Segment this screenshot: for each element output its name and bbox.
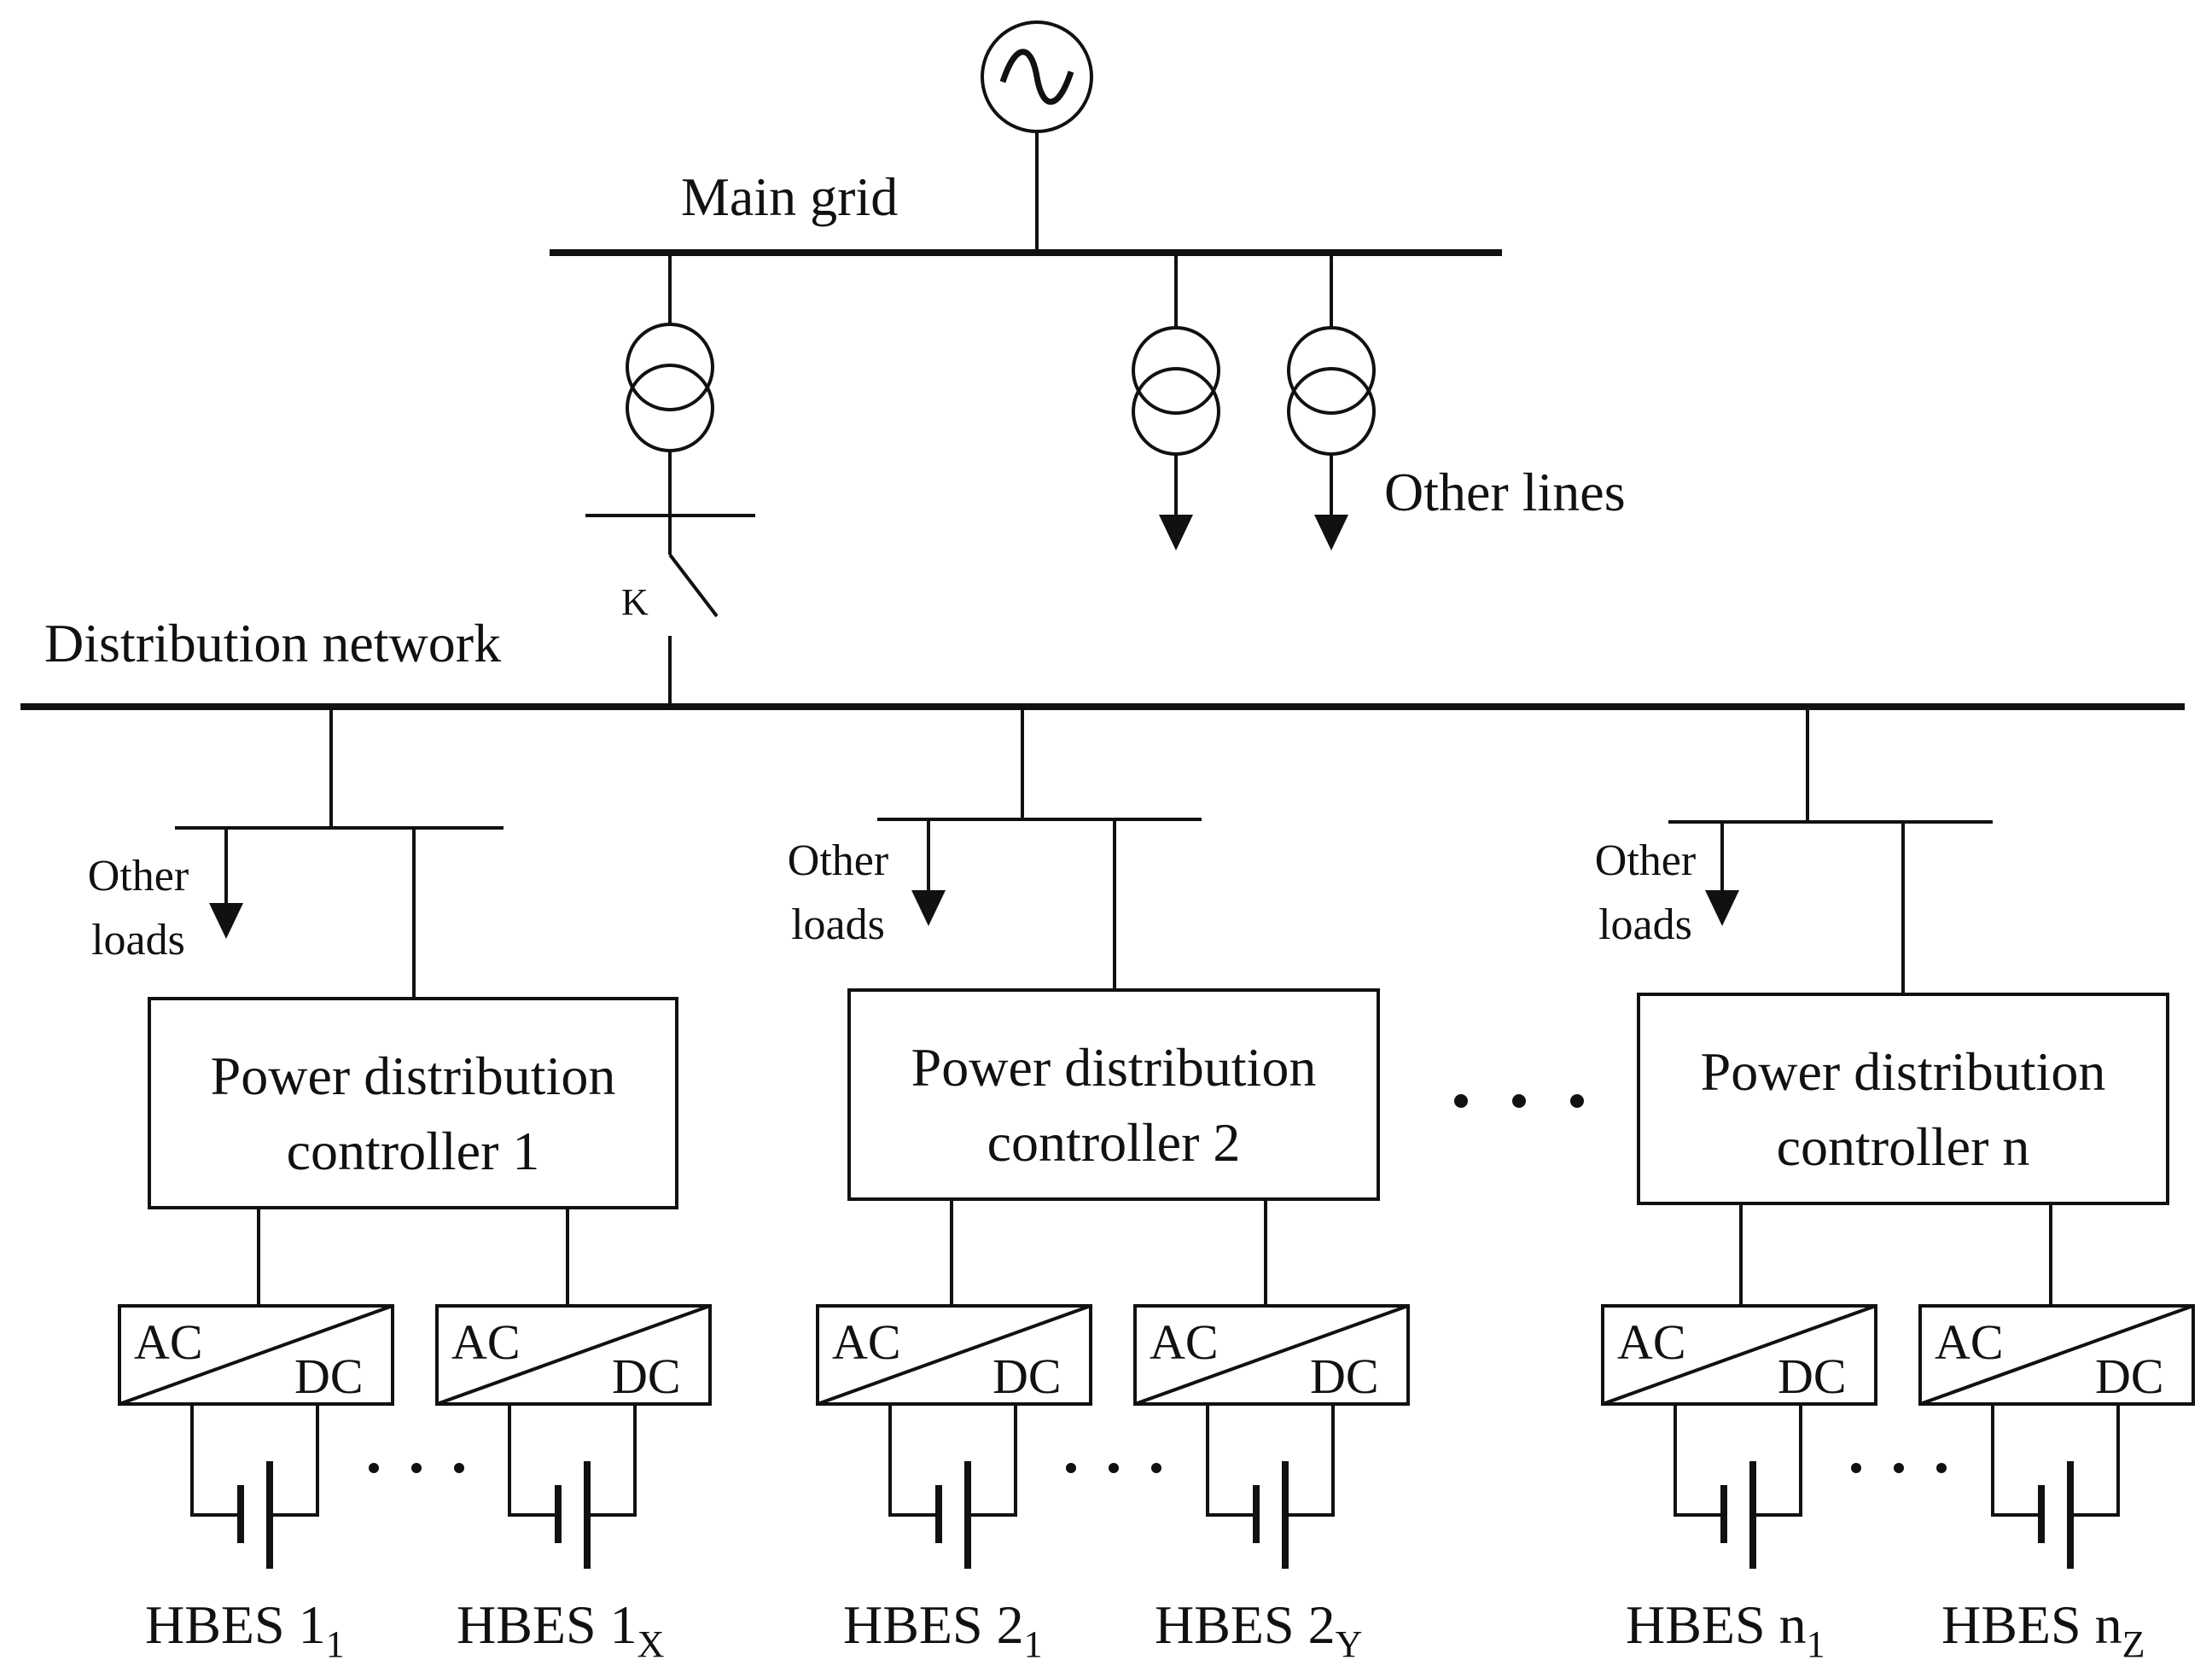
controller-label: controller 1: [287, 1121, 540, 1181]
feeder-2: Other loads Power distribution controlle…: [788, 707, 1410, 1665]
other-lines-label: Other lines: [1384, 462, 1626, 522]
ac-label: AC: [1150, 1314, 1219, 1370]
feeder-n: Other loads Power distribution controlle…: [1595, 707, 2195, 1665]
ellipsis-icon: [1851, 1463, 1947, 1473]
other-loads-label: Other: [88, 852, 189, 900]
switch-k: K: [585, 514, 755, 707]
converter-unit: AC DC HBES n1: [1601, 1304, 1877, 1665]
converter-unit: AC DC HBES nZ: [1918, 1304, 2195, 1665]
main-grid-label: Main grid: [681, 166, 898, 227]
ac-label: AC: [832, 1314, 901, 1370]
ac-label: AC: [451, 1314, 521, 1370]
ellipsis-icon: [369, 1463, 464, 1473]
hbes-label: HBES 11: [145, 1594, 345, 1665]
converter-unit: AC DC HBES 21: [816, 1304, 1092, 1665]
other-loads-label: loads: [791, 900, 885, 949]
transformer-icon: [1132, 326, 1220, 415]
other-line-transformer-2: [1287, 253, 1376, 551]
other-line-transformer-1: [1132, 253, 1220, 551]
arrow-down-icon: [209, 903, 243, 939]
converter-unit: AC DC HBES 1X: [435, 1304, 712, 1665]
feeder-1: Other loads Power distribution controlle…: [88, 707, 712, 1665]
ac-source: [981, 20, 1093, 253]
controller-box: [847, 988, 1380, 1201]
ac-label: AC: [134, 1314, 203, 1370]
dc-label: DC: [294, 1349, 364, 1404]
other-loads-label: Other: [788, 836, 888, 885]
arrow-down-icon: [1705, 890, 1739, 926]
dc-label: DC: [1310, 1349, 1379, 1404]
dc-label: DC: [992, 1349, 1062, 1404]
hbes-label: HBES 21: [843, 1594, 1043, 1665]
converter-unit: AC DC HBES 2Y: [1133, 1304, 1410, 1665]
controller-box: [148, 997, 678, 1209]
controller-label: Power distribution: [211, 1046, 616, 1106]
converter-unit: AC DC HBES 11: [118, 1304, 394, 1665]
controller-box: [1637, 993, 2169, 1205]
ac-label: AC: [1617, 1314, 1686, 1370]
transformer-icon: [1287, 326, 1376, 415]
feeder-ellipsis-icon: [1454, 1094, 1584, 1108]
switch-label: K: [621, 581, 649, 623]
arrow-down-icon: [1159, 515, 1193, 551]
ellipsis-icon: [1066, 1463, 1161, 1473]
controller-label: controller 2: [987, 1112, 1241, 1173]
hbes-label: HBES 2Y: [1155, 1594, 1362, 1665]
other-loads-label: loads: [1598, 900, 1692, 949]
hbes-label: HBES nZ: [1941, 1594, 2145, 1665]
hbes-label: HBES 1X: [457, 1594, 664, 1665]
other-loads-label: Other: [1595, 836, 1696, 885]
ac-label: AC: [1935, 1314, 2004, 1370]
controller-label: Power distribution: [1701, 1041, 2106, 1102]
controller-label: controller n: [1777, 1116, 2030, 1177]
arrow-down-icon: [1314, 515, 1348, 551]
transformer-icon: [626, 323, 714, 411]
other-loads-label: loads: [91, 916, 185, 964]
dc-label: DC: [612, 1349, 681, 1404]
hbes-label: HBES n1: [1626, 1594, 1825, 1665]
dc-label: DC: [2095, 1349, 2164, 1404]
switch-icon: [668, 553, 719, 618]
dc-label: DC: [1778, 1349, 1847, 1404]
arrow-down-icon: [911, 890, 946, 926]
controller-label: Power distribution: [911, 1037, 1317, 1098]
feeder-transformer: [626, 253, 714, 555]
distribution-network-label: Distribution network: [44, 613, 501, 673]
